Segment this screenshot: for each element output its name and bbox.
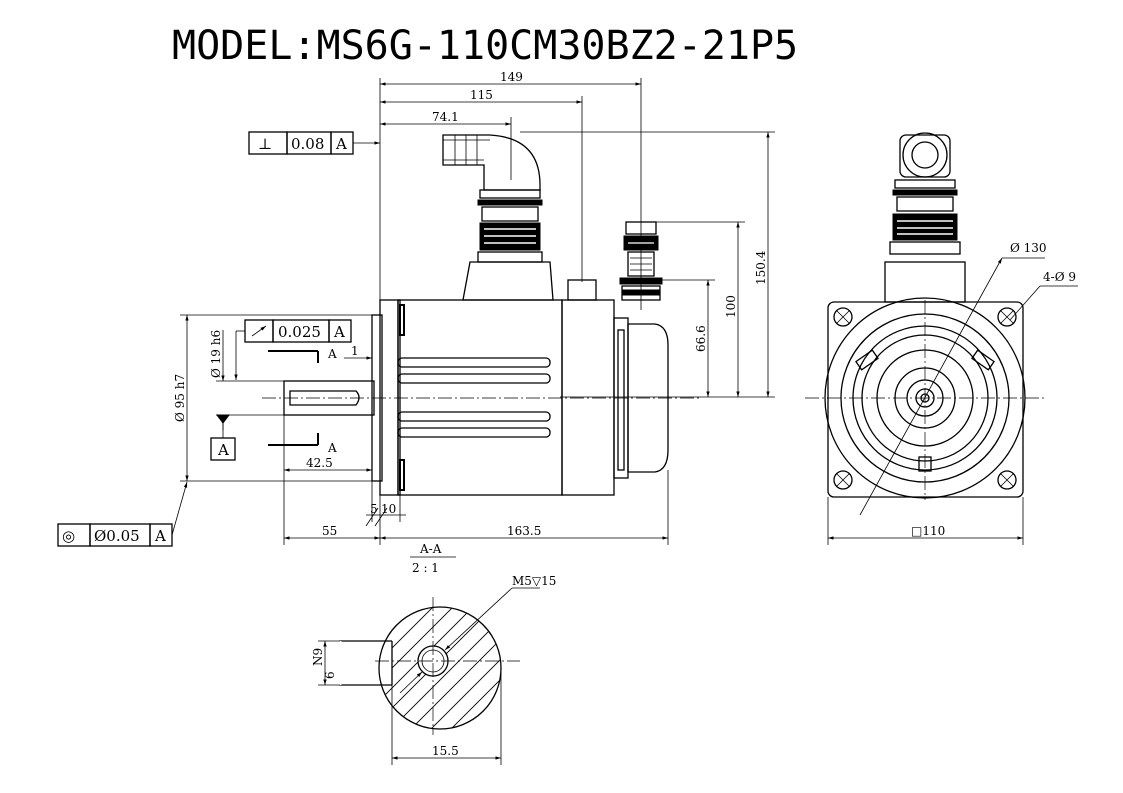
dim-bolt-circle: Ø 130 [1010, 241, 1047, 255]
dim-10: 10 [381, 502, 396, 516]
dim-key-width: N9 [311, 648, 325, 666]
gdt-runout: 0.025 A [234, 319, 352, 380]
dim-shaft-dia: Ø 19 h6 [209, 330, 223, 378]
conc-datum: A [154, 527, 166, 545]
model-title: MODEL:MS6G-110CM30BZ2-21P5 [172, 23, 798, 69]
gdt-concentricity: ◎ Ø0.05 A [57, 481, 188, 547]
dim-5: 5 [370, 502, 378, 516]
perp-datum: A [335, 135, 347, 153]
runout-datum: A [333, 323, 345, 341]
dim-55: 55 [322, 524, 337, 538]
perp-tol: 0.08 [291, 135, 324, 153]
dim-115: 115 [470, 88, 493, 102]
side-view: 149 115 74.1 150.4 100 66.6 [57, 70, 775, 547]
section-name: A-A [419, 542, 442, 556]
dim-square: □110 [911, 524, 945, 538]
dim-key-depth: 6 [323, 671, 337, 679]
dim-shaft-height: 15.5 [432, 744, 459, 758]
dim-163-5: 163.5 [507, 524, 541, 538]
encoder-cover [627, 323, 669, 473]
power-connector-elbow [442, 134, 541, 191]
section-a-bottom: A [327, 441, 337, 455]
dim-100: 100 [724, 295, 738, 318]
front-view: Ø 130 4-Ø 9 □110 [805, 132, 1078, 545]
connector-base [462, 261, 554, 301]
dim-74-1: 74.1 [432, 110, 459, 124]
dim-thread: M5▽15 [512, 574, 556, 588]
dim-150-4: 150.4 [754, 250, 768, 285]
flange [379, 299, 401, 496]
motor-body [397, 299, 563, 496]
runout-tol: 0.025 [278, 323, 321, 341]
datum-a-box [210, 437, 236, 461]
flange-square [827, 301, 1024, 498]
cooling-fins [397, 357, 551, 438]
dim-chamfer: 1 [351, 344, 359, 358]
rear-housing [561, 299, 615, 496]
perp-symbol: ⊥ [258, 135, 272, 153]
dim-66-6: 66.6 [694, 325, 708, 352]
section-view: A-A 2 : 1 [311, 542, 556, 765]
conc-symbol: ◎ [62, 527, 75, 545]
bolt-holes [833, 307, 1017, 490]
dim-pilot: Ø 95 h7 [173, 374, 187, 422]
section-a-top: A [327, 347, 337, 361]
dim-149: 149 [500, 70, 523, 84]
gdt-perpendicularity: ⊥ 0.08 A [248, 131, 380, 155]
key [289, 390, 360, 406]
dim-42-5: 42.5 [306, 456, 333, 470]
dim-holes: 4-Ø 9 [1043, 270, 1076, 284]
datum-a: A [217, 441, 229, 459]
conc-tol: Ø0.05 [94, 527, 140, 545]
section-scale: 2 : 1 [412, 561, 439, 575]
brake-connector [567, 279, 597, 301]
